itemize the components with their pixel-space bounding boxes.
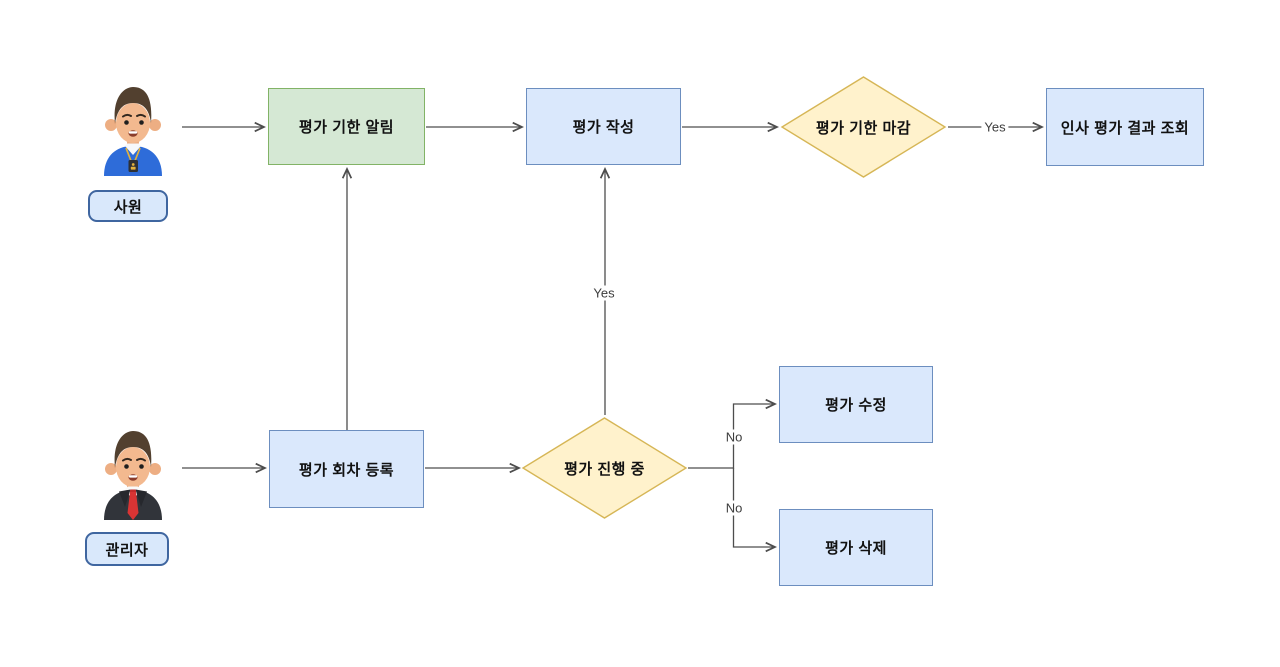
node-view-results: 인사 평가 결과 조회 — [1046, 88, 1204, 166]
manager-avatar-icon — [104, 431, 162, 520]
node-eval-in-progress-label: 평가 진행 중 — [564, 460, 645, 478]
actor-label-manager: 관리자 — [85, 532, 169, 566]
node-write-eval: 평가 작성 — [526, 88, 681, 165]
decision-diamond-shape — [780, 76, 947, 178]
node-delete-eval: 평가 삭제 — [779, 509, 933, 586]
actor-label-manager-text: 관리자 — [105, 541, 149, 559]
node-delete-eval-label: 평가 삭제 — [825, 540, 887, 557]
edge-label-progress-no-delete: No — [722, 500, 746, 516]
node-edit-eval: 평가 수정 — [779, 366, 933, 443]
node-deadline-closed: 평가 기한 마감 — [780, 75, 947, 179]
node-deadline-notice-label: 평가 기한 알림 — [298, 119, 395, 136]
node-eval-in-progress: 평가 진행 중 — [521, 416, 688, 520]
edge-label-progress-no-edit: No — [722, 429, 746, 445]
node-deadline-closed-label: 평가 기한 마감 — [815, 119, 912, 137]
node-edit-eval-label: 평가 수정 — [825, 397, 887, 414]
node-write-eval-label: 평가 작성 — [572, 119, 635, 136]
edge-eval-in-progress-no-to-delete — [732, 468, 776, 547]
employee-avatar-icon — [104, 87, 162, 176]
edge-label-deadline-yes: Yes — [981, 119, 1009, 135]
node-register-round-label: 평가 회차 등록 — [298, 461, 395, 479]
node-view-results-label: 인사 평가 결과 조회 — [1060, 119, 1190, 137]
edge-label-progress-yes: Yes — [590, 285, 618, 301]
node-register-round: 평가 회차 등록 — [269, 430, 424, 508]
node-deadline-notice: 평가 기한 알림 — [268, 88, 425, 165]
decision-diamond-shape — [521, 417, 688, 519]
actor-label-employee: 사원 — [88, 190, 168, 222]
actor-label-employee-text: 사원 — [113, 198, 143, 216]
